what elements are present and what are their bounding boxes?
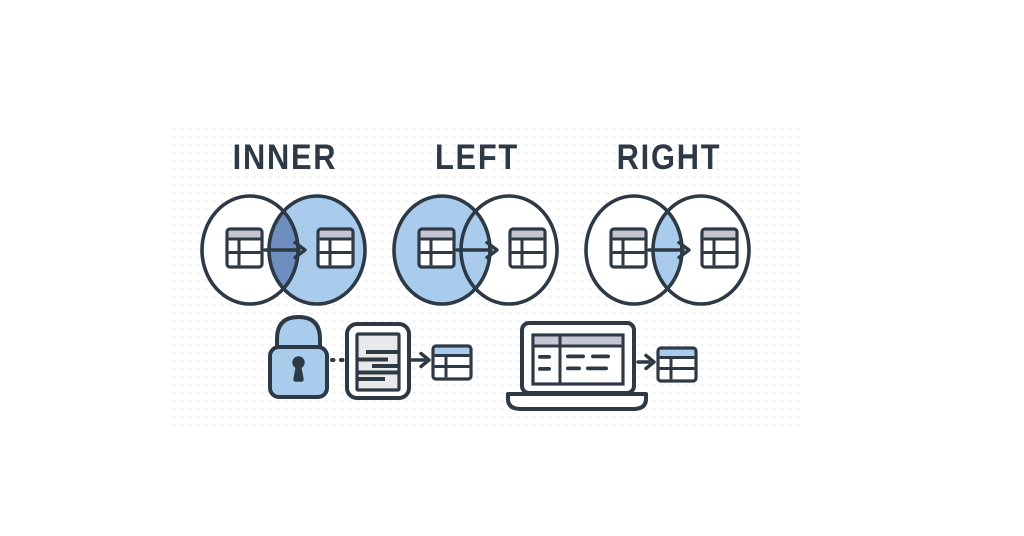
- venn-title-inner: INNER: [232, 138, 338, 177]
- arrow-icon: [455, 240, 499, 260]
- table-header-row: [319, 230, 352, 239]
- arrow-icon: [636, 353, 656, 371]
- keyhole-icon: [292, 356, 305, 369]
- table-header-row: [420, 230, 453, 239]
- table-icon: [417, 227, 456, 269]
- table-header-row: [612, 230, 645, 239]
- venn-title-right: RIGHT: [616, 138, 722, 177]
- table-header-row: [228, 230, 261, 239]
- screen-table-rows: [538, 354, 610, 371]
- table-icon: [609, 227, 648, 269]
- venn-group-inner: INNER: [200, 138, 370, 350]
- laptop-icon: [506, 321, 648, 411]
- result-table-icon: [431, 344, 473, 381]
- table-icon: [508, 227, 547, 269]
- document-icon: [345, 322, 411, 400]
- table-icon: [225, 227, 264, 269]
- dotted-connector: [330, 358, 345, 362]
- table-header-row: [511, 230, 544, 239]
- table-icon: [700, 227, 739, 269]
- laptop-query-flow: [506, 321, 698, 411]
- arrow-icon: [647, 240, 691, 260]
- table-header-row: [659, 349, 695, 358]
- venn-group-left: LEFT: [392, 138, 562, 350]
- screen-table-header: [534, 336, 622, 346]
- padlock-icon: [268, 315, 329, 399]
- arrow-icon: [410, 351, 431, 369]
- document-page: [355, 332, 401, 392]
- document-text-lines: [357, 350, 399, 381]
- arrow-icon: [263, 240, 307, 260]
- table-header-row: [434, 347, 470, 356]
- venn-diagram-right: [584, 194, 751, 306]
- secure-query-flow: [268, 315, 473, 400]
- venn-title-left: LEFT: [434, 138, 520, 177]
- venn-diagram-inner: [200, 194, 367, 306]
- venn-group-right: RIGHT: [584, 138, 754, 350]
- table-header-row: [703, 230, 736, 239]
- screen-table-grid: [533, 335, 623, 384]
- keyhole-stem: [293, 366, 304, 382]
- laptop-base: [506, 392, 648, 411]
- result-table-icon: [656, 346, 698, 383]
- table-icon: [316, 227, 355, 269]
- venn-diagram-left: [392, 194, 559, 306]
